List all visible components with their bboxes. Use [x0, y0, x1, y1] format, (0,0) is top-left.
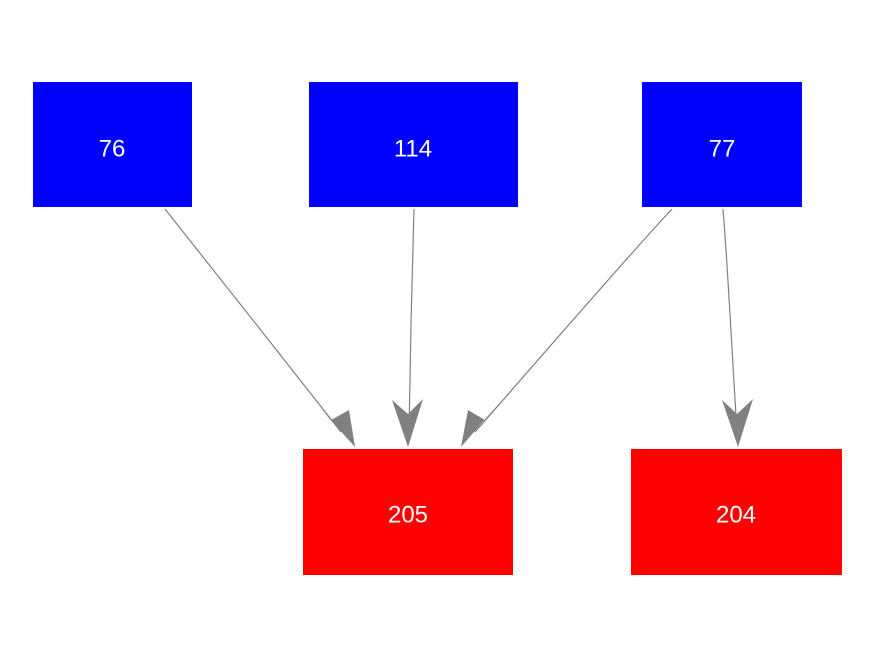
node-114[interactable]: 114 [309, 82, 518, 207]
edges-layer [164, 208, 753, 447]
node-205-rect[interactable] [303, 449, 513, 575]
edge-line-2 [408, 208, 415, 432]
edge-arrowhead-4 [722, 399, 753, 447]
nodes-layer: 76 114 77 205 204 [33, 82, 842, 575]
node-76-rect[interactable] [33, 82, 192, 207]
node-204[interactable]: 204 [631, 449, 842, 575]
node-77[interactable]: 77 [642, 82, 802, 207]
node-77-rect[interactable] [642, 82, 802, 207]
node-76[interactable]: 76 [33, 82, 192, 207]
node-205[interactable]: 205 [303, 449, 513, 575]
edge-arrowhead-3 [461, 403, 499, 447]
node-114-rect[interactable] [309, 82, 518, 207]
edge-line-3 [474, 208, 673, 433]
edge-arrowhead-1 [316, 404, 355, 447]
edge-arrowhead-2 [392, 399, 423, 447]
node-204-rect[interactable] [631, 449, 842, 575]
edge-line-1 [164, 208, 342, 433]
edge-line-4 [722, 208, 738, 432]
